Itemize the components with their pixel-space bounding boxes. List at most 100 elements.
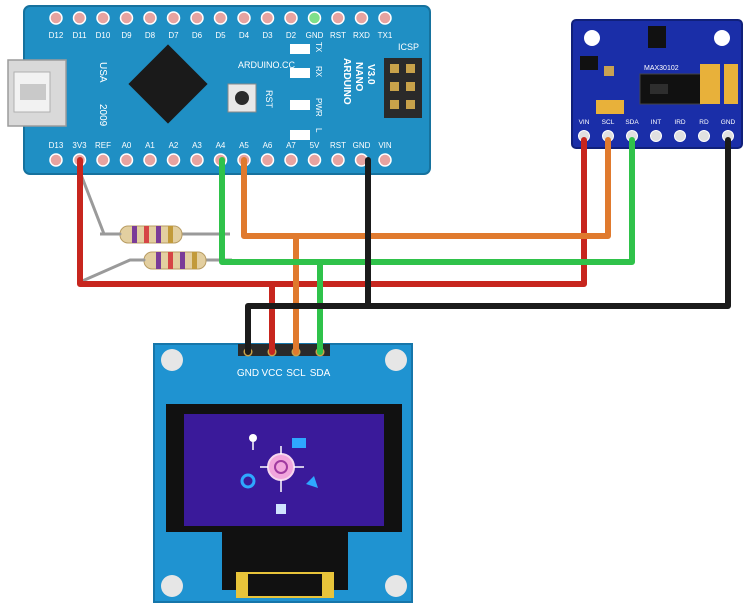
arduino-pin-label: A0 [122, 141, 132, 150]
arduino-pin-d8 [143, 11, 157, 25]
arduino-pin-label: RXD [353, 31, 370, 40]
arduino-pin-label: D3 [262, 31, 273, 40]
center-heart-icon [267, 453, 295, 481]
arduino-pin-5v [307, 153, 322, 167]
arduino-pin-label: D12 [49, 31, 64, 40]
arduino-pin-rst [331, 153, 345, 167]
arduino-pin-label: D7 [168, 31, 179, 40]
arduino-pin-a3 [190, 153, 204, 167]
arduino-pin-label: A7 [286, 141, 296, 150]
sensor-chip-label: MAX30102 [644, 65, 679, 72]
arduino-pin-a2 [166, 153, 181, 167]
arduino-pin-a6 [260, 153, 275, 167]
arduino-pin-d11 [72, 11, 87, 25]
screen-icons [240, 434, 318, 514]
arduino-pin-label: A3 [192, 141, 202, 150]
oled-pin-label: SCL [286, 368, 306, 379]
wire-green-sda [219, 137, 635, 265]
sensor-pin-label: SDA [625, 119, 639, 126]
wire-black-oled-gnd [245, 303, 371, 355]
arduino-pin-label: 3V3 [72, 141, 87, 150]
arduino-pin-label: REF [95, 141, 111, 150]
arduino-pin-label: D8 [145, 31, 156, 40]
arduino-pin-d12 [49, 11, 63, 25]
usb-connector [7, 59, 67, 127]
arduino-pin-label: A5 [239, 141, 249, 150]
icsp-header [384, 58, 422, 118]
arduino-pin-d3 [260, 11, 275, 25]
arduino-pin-label: A2 [169, 141, 179, 150]
arduino-pin-d2 [284, 11, 298, 25]
oled-pin-label: SDA [310, 368, 331, 379]
arduino-pin-label: D5 [215, 31, 226, 40]
arduino-pin-vin [378, 153, 392, 167]
status-leds [290, 44, 310, 140]
wires [77, 137, 731, 355]
arduino-bottom-pin-row [49, 153, 392, 167]
arduino-pin-label: A6 [263, 141, 273, 150]
icsp-label: ICSP [398, 42, 419, 52]
chip-icon [276, 504, 286, 514]
arduino-pin-label: A4 [216, 141, 226, 150]
arduino-pin-label: VIN [378, 141, 392, 150]
sprout-icon [249, 434, 257, 442]
pullup-resistor-1 [100, 225, 230, 244]
arduino-pin-d7 [166, 11, 181, 25]
wire-gray-pullup-1 [78, 170, 122, 236]
sensor-pin-rd [698, 130, 710, 142]
arduino-pin-label: D6 [192, 31, 203, 40]
arduino-pin-label: GND [353, 141, 371, 150]
arduino-pin-label: D9 [121, 31, 132, 40]
model-line-1: ARDUINO [341, 58, 352, 105]
arduino-pin-ref [96, 153, 110, 167]
sensor-pin-label: VIN [579, 119, 590, 126]
arduino-pin-tx1 [378, 11, 392, 25]
sensor-pin-int [650, 130, 662, 142]
arduino-pin-label: RST [330, 31, 346, 40]
wire-orange-scl [241, 137, 611, 239]
pullup-resistor-2 [130, 251, 232, 270]
arduino-pin-rst [331, 11, 345, 25]
arduino-top-pin-row [49, 11, 392, 25]
arduino-pin-d9 [119, 11, 134, 25]
arduino-pin-label: 5V [310, 141, 320, 150]
factory-icon [292, 438, 306, 448]
sensor-pin-label: INT [651, 119, 662, 126]
arduino-pin-d5 [213, 11, 228, 25]
arduino-pin-label: D10 [96, 31, 111, 40]
sensor-pin-label: RD [699, 119, 709, 126]
arduino-pin-d10 [96, 11, 110, 25]
sensor-pin-label: IRD [674, 119, 686, 126]
arduino-pin-d13 [49, 153, 63, 167]
wire-black-gnd [365, 137, 731, 309]
usb-label: USA [97, 62, 108, 83]
arduino-pin-label: D11 [72, 31, 87, 40]
gear-icon [240, 473, 256, 489]
arduino-pin-label: A1 [145, 141, 155, 150]
led-label: L [314, 128, 323, 133]
arduino-pin-label: D4 [239, 31, 250, 40]
arduino-pin-label: GND [306, 31, 324, 40]
sensor-pin-row [578, 130, 734, 142]
arduino-pin-rxd [354, 11, 369, 25]
arduino-pin-a1 [143, 153, 157, 167]
wire-red-3v3 [77, 137, 587, 287]
model-line-3: V3.0 [365, 64, 376, 85]
reset-button [227, 83, 257, 113]
arduino-pin-a0 [119, 153, 134, 167]
sensor-pin-label: GND [721, 119, 736, 126]
led-label: RX [314, 66, 323, 78]
arduino-pin-gnd [307, 11, 322, 25]
oled-pin-label: GND [237, 368, 259, 379]
wire-gray-pullup-2 [78, 258, 146, 284]
led-label: PWR [314, 98, 323, 117]
arduino-pin-label: TX1 [378, 31, 393, 40]
year-label: 2009 [97, 104, 108, 127]
robot-arm-icon [306, 476, 318, 488]
